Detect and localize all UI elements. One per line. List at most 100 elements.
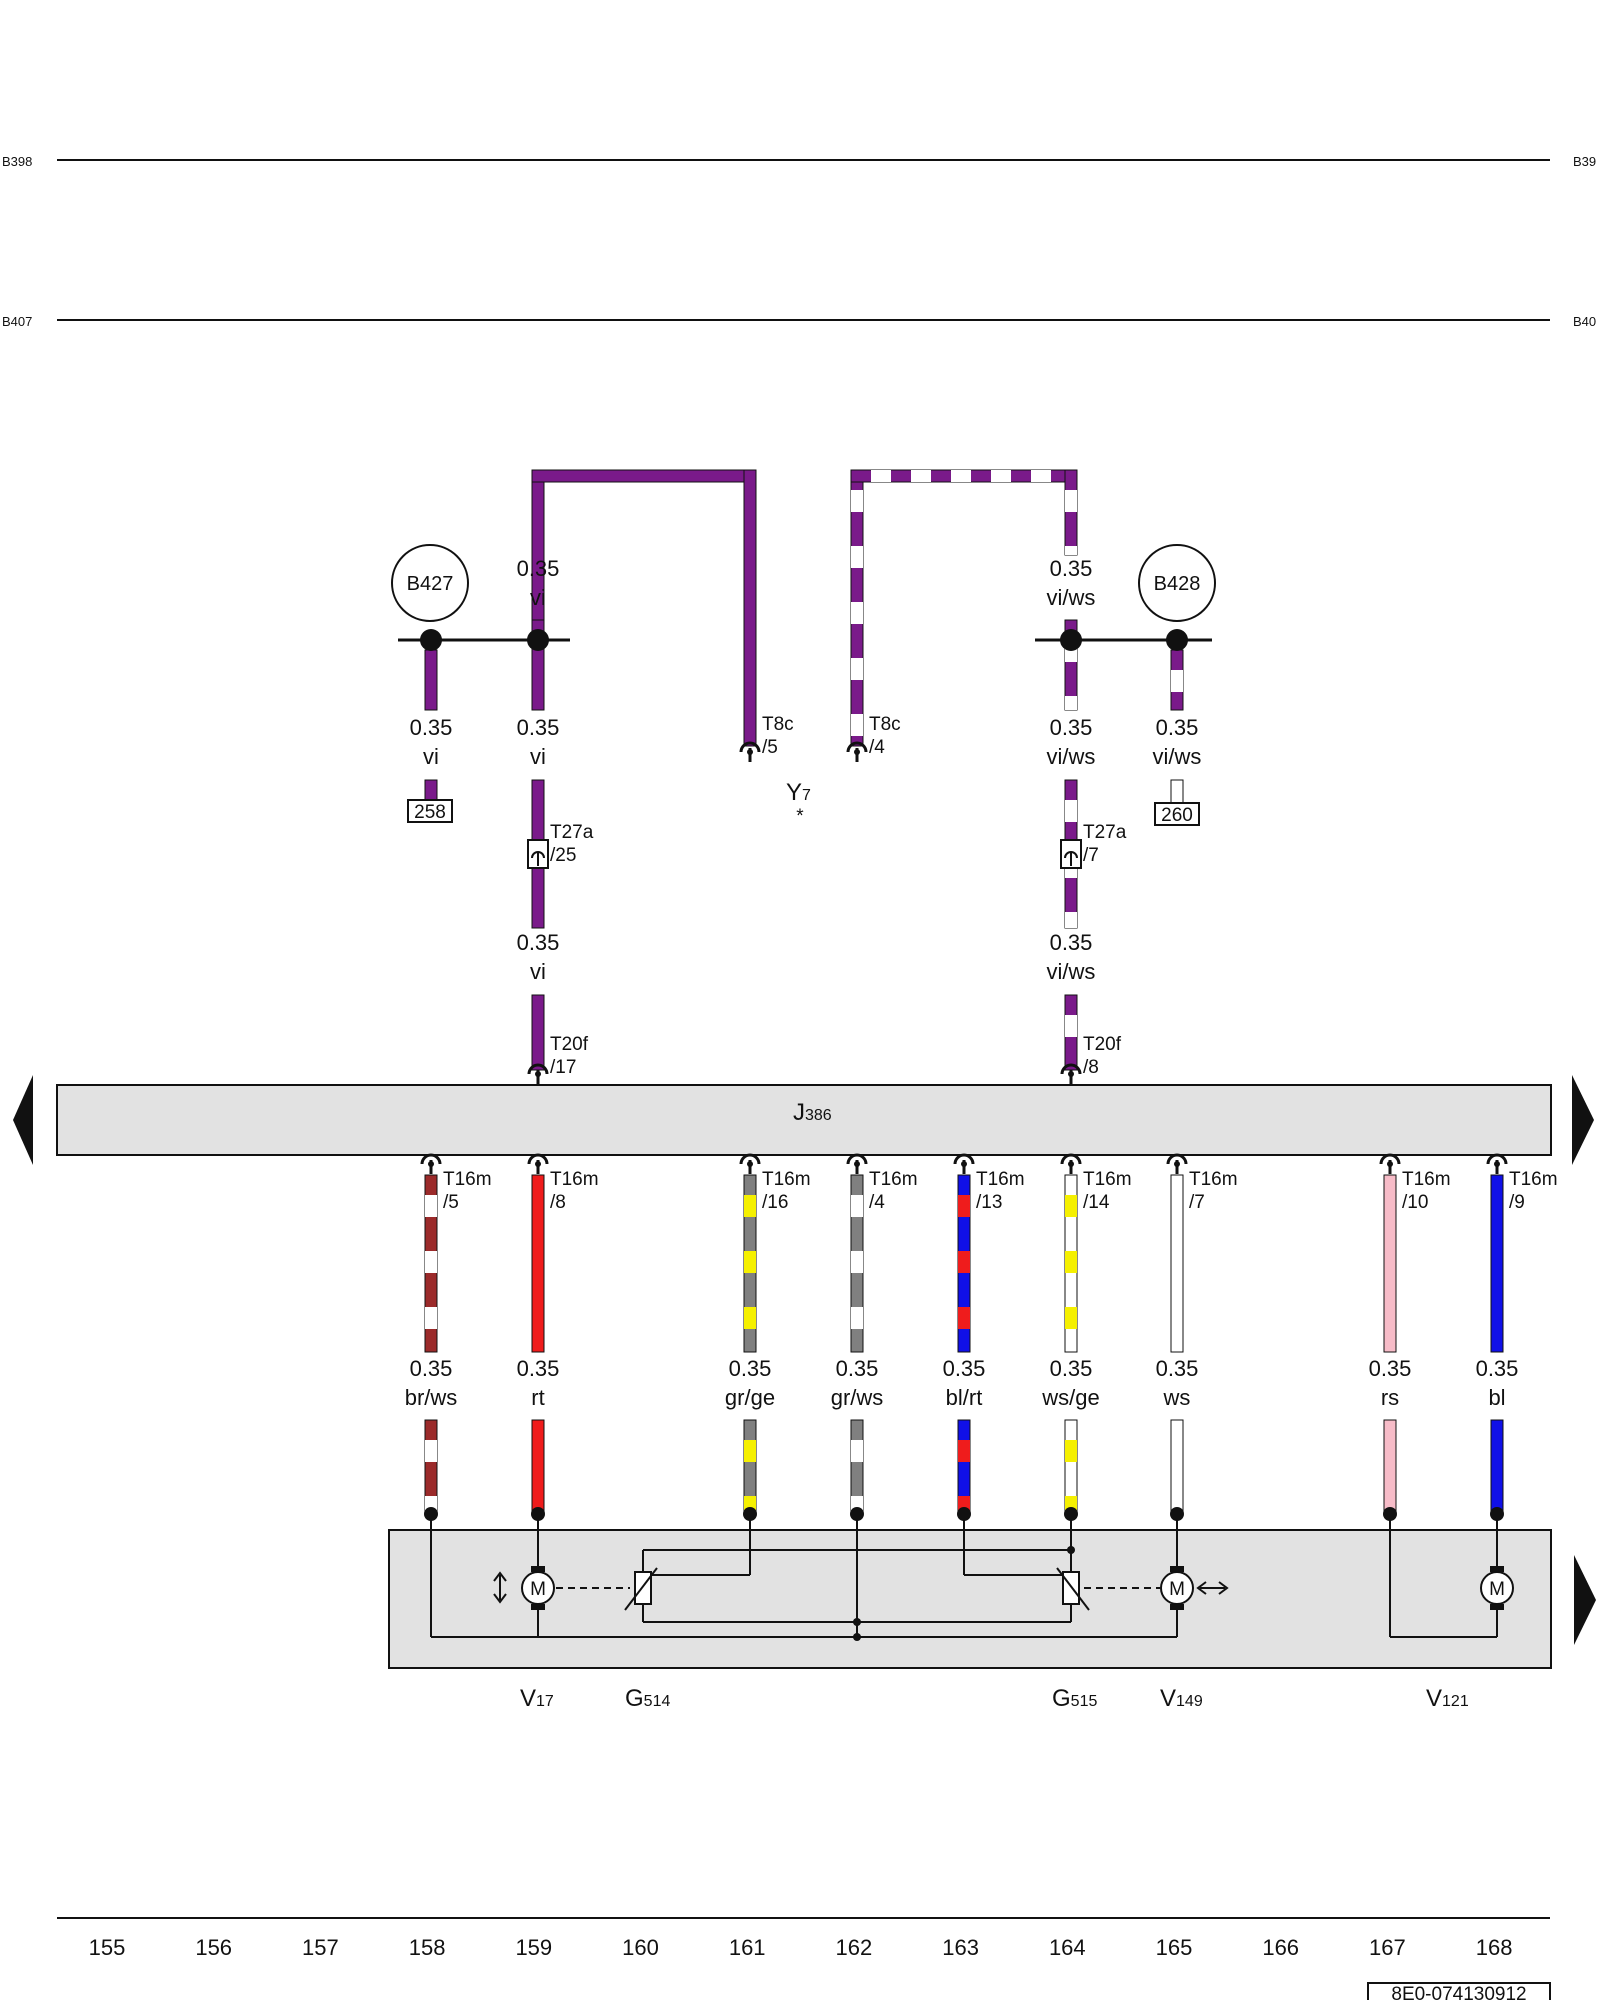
wire-stripe [425,1440,437,1462]
wire-layer [424,469,1504,1515]
connector-t16m-icon [1486,1153,1508,1165]
connector-dot [961,1161,967,1167]
connector-dot [1387,1161,1393,1167]
svg-text:Y7: Y7 [786,779,811,806]
wire-b427-ref [424,779,438,801]
connector-t16m-pin: /16 [762,1192,788,1213]
terminal-dot [1383,1507,1397,1521]
column-number: 163 [942,1935,979,1960]
wire-stripe [851,1195,863,1217]
connector-t20f17-name: T20f [550,1034,589,1055]
connector-t16m-icon [1379,1153,1401,1165]
connector-t16m-icon [953,1153,975,1165]
connector-t16m-name: T16m [1189,1169,1238,1190]
component-sub: 17 [536,1693,554,1710]
component-name: G [1052,1685,1071,1712]
bus-label-right: B40 [1573,314,1596,329]
wire-body [424,779,438,801]
wire-lower-upper [1490,1174,1504,1353]
wire-body [1170,1174,1184,1353]
column-number: 168 [1476,1935,1513,1960]
motor-v149-icon-symbol: M [1169,1579,1185,1600]
wire-b427-stub [424,649,438,711]
wire-body [1490,1419,1504,1515]
wire-lower-lower [743,1419,757,1515]
reference-label: 260 [1161,805,1193,826]
terminal-dot [957,1507,971,1521]
wire-stripe [744,1251,756,1273]
wire-body [1490,1174,1504,1353]
connector-t8c5-pin: /5 [762,737,778,758]
connector-t16m-name: T16m [869,1169,918,1190]
wire-b427-size: 0.35 [410,715,453,740]
wire-vi-loop-top [531,469,757,483]
wire-lower-upper [743,1174,757,1353]
page-prev-arrow-icon[interactable] [13,1075,33,1165]
bus-line-b407: B407 B40 [2,314,1596,329]
wire-stripe [851,1440,863,1462]
connector-t16m-pin: /4 [869,1192,885,1213]
wire-viws-loop-left [850,469,864,747]
wire-lower-color: gr/ws [831,1385,884,1410]
component-label: V17 [520,1685,554,1712]
splice-label: B427 [407,573,454,595]
component-label: V121 [1426,1685,1469,1712]
wire-lower-lower [424,1419,438,1515]
wire-lower-color: br/ws [405,1385,458,1410]
column-number: 161 [729,1935,766,1960]
wire-lower-upper [1064,1174,1078,1353]
wire-stripe [1065,1307,1077,1329]
wire-vi-mid-color: vi [530,744,546,769]
wire-vi-top-color: vi [530,585,546,610]
connector-t16m-pin: /9 [1509,1192,1525,1213]
motor-v121-icon-brush [1490,1604,1504,1610]
connector-t8c5-icon [739,741,761,753]
wire-b428-color: vi/ws [1153,744,1202,769]
wire-lower-color: gr/ge [725,1385,775,1410]
component-name: V [1160,1685,1176,1712]
component-note: * [796,806,804,827]
connector-t16m-name: T16m [1402,1169,1451,1190]
actuator-housing [388,1529,1552,1669]
terminal-dot [424,1507,438,1521]
connector-t16m-pin: /8 [550,1192,566,1213]
connector-dot [747,1161,753,1167]
column-number: 166 [1262,1935,1299,1960]
bus-line-b398: B398 B39 [2,154,1596,169]
wire-stripe [1065,490,1077,512]
connector-dot [535,1161,541,1167]
page-next-arrow-icon[interactable] [1572,1075,1594,1165]
connector-t16m-icon [527,1153,549,1165]
column-number: 165 [1156,1935,1193,1960]
wire-stripe [851,714,863,736]
wire-lower-upper [424,1174,438,1353]
wire-stripe [958,1307,970,1329]
wire-lower-size: 0.35 [836,1356,879,1381]
splice-dot [1060,629,1082,651]
motor-v17-icon-brush [531,1566,545,1572]
wire-vi-loop-right [743,469,757,747]
wire-lower-color: rs [1381,1385,1399,1410]
wire-vi-low-size: 0.35 [517,930,560,955]
component-name: G [625,1685,644,1712]
wire-stripe [851,602,863,624]
connector-t16m-name: T16m [1083,1169,1132,1190]
wire-lower-size: 0.35 [410,1356,453,1381]
motor-v149-icon-brush [1170,1604,1184,1610]
motor-v17-icon [521,1571,555,1605]
junction-dot [1067,1546,1075,1554]
splice-b427: B427 [391,544,469,622]
wire-viws-mid-color: vi/ws [1047,744,1096,769]
connector-t16m-name: T16m [443,1169,492,1190]
horizontal-arrow-icon [1196,1581,1229,1595]
column-number: 159 [515,1935,552,1960]
connector-dot [1068,1161,1074,1167]
component-label: G515 [1052,1685,1097,1712]
connector-t20f8-icon [1060,1063,1082,1075]
connector-t16m-pin: /10 [1402,1192,1428,1213]
connector-t16m-pin: /14 [1083,1192,1110,1213]
connector-t20f17-pin: /17 [550,1057,576,1078]
motor-v17-icon-brush [531,1604,545,1610]
